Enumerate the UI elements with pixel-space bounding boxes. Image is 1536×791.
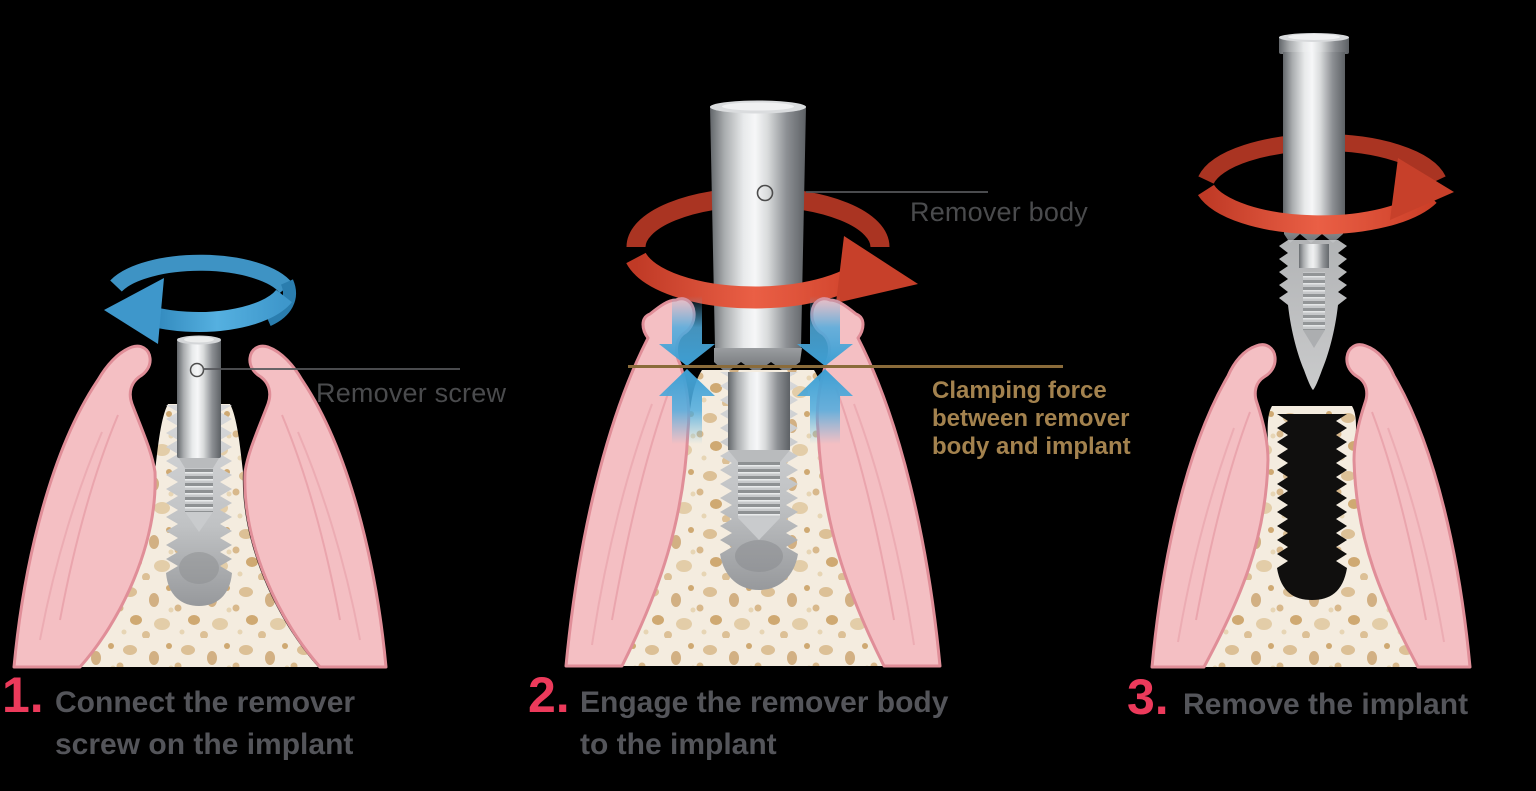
empty-socket	[1277, 414, 1347, 600]
remover-body-graphic	[710, 100, 806, 373]
remover-body-label: Remover body	[910, 197, 1088, 227]
remover-screw-in-bone	[728, 372, 790, 540]
step1-illustration	[12, 254, 460, 669]
step1-caption-line2: screw on the implant	[55, 728, 354, 761]
clamping-force-arrows-icon	[659, 296, 853, 444]
step1-caption-line1: Connect the remover	[55, 686, 356, 719]
remover-screw-label: Remover screw	[316, 378, 507, 408]
gum-tissue	[12, 344, 388, 669]
step2-illustration	[564, 100, 1063, 668]
gum-tissue	[1150, 343, 1472, 669]
step1-caption: Connect the remover screw on the implant	[55, 682, 355, 766]
clamping-force-line3: body and implant	[932, 433, 1131, 460]
clamping-force-line2: between remover	[932, 405, 1130, 432]
rotation-arrow-cw-icon	[626, 236, 918, 309]
rotation-arrow-ccw-icon	[104, 254, 296, 344]
step2-caption: Engage the remover body to the implant	[580, 682, 948, 766]
clamping-force-line1: Clamping force	[932, 377, 1107, 404]
remover-screw-graphic	[177, 335, 221, 532]
clamping-force-label: Clamping force between remover body and …	[932, 377, 1131, 461]
step3-number: 3.	[1127, 669, 1169, 725]
step2-number: 2.	[528, 667, 570, 723]
rotation-arrow-cw-icon	[1198, 158, 1454, 235]
step2-caption-line2: to the implant	[580, 728, 777, 761]
step1-number: 1.	[2, 667, 44, 723]
remover-with-implant-graphic	[1279, 33, 1349, 390]
step2-caption-line1: Engage the remover body	[580, 686, 949, 719]
step3-illustration	[1150, 33, 1472, 669]
clamping-force-line	[628, 365, 1063, 368]
step3-caption-line1: Remove the implant	[1183, 688, 1469, 721]
step3-caption: Remove the implant	[1183, 684, 1468, 726]
